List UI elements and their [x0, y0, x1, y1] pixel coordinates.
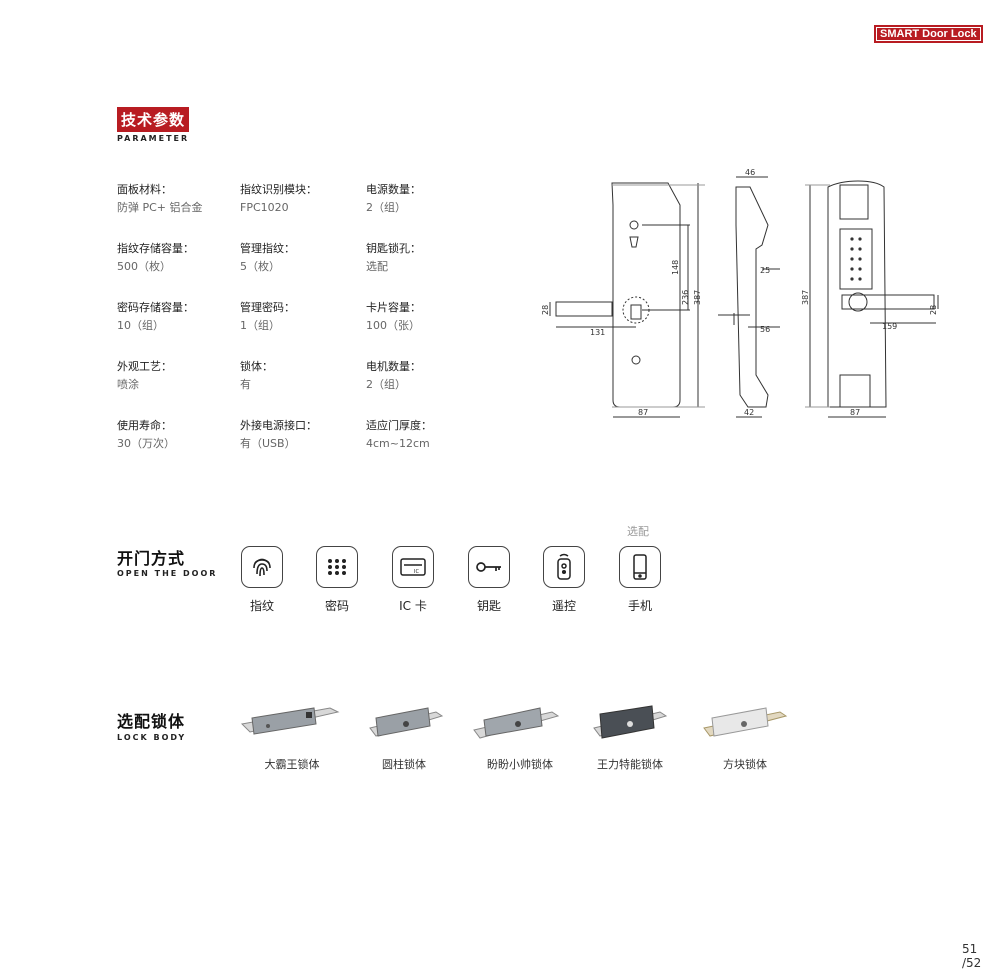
fingerprint-method: [241, 546, 283, 588]
param-item: 使用寿命： 30（万次）: [117, 417, 175, 453]
method-label-remote: 遥控: [551, 599, 576, 613]
param-label: 适应门厚度：: [366, 419, 432, 432]
param-value: 有: [240, 378, 251, 391]
dim-label: 87: [850, 408, 860, 417]
param-value: FPC1020: [240, 201, 289, 214]
param-item: 外观工艺： 喷涂: [117, 358, 172, 394]
dim-label: 148: [671, 260, 680, 275]
param-label: 使用寿命：: [117, 419, 172, 432]
param-label: 管理指纹：: [240, 242, 295, 255]
param-label: 锁体：: [240, 360, 273, 373]
param-label: 外观工艺：: [117, 360, 172, 373]
fingerprint-icon: [241, 546, 283, 588]
key-icon: [468, 546, 510, 588]
dim-label: 56: [760, 325, 770, 334]
param-value: 5（枚）: [240, 260, 280, 273]
svg-text:IC: IC: [414, 569, 419, 575]
lock-body-label: 王力特能锁体: [597, 758, 663, 771]
dim-label: 159: [882, 322, 897, 331]
method-label-fingerprint: 指纹: [249, 599, 274, 613]
keypad-icon: [316, 546, 358, 588]
param-value: 30（万次）: [117, 437, 175, 450]
open-door-title: 开门方式: [117, 549, 186, 568]
parameter-title: 技术参数: [117, 107, 190, 132]
open-door-subtitle: OPEN THE DOOR: [117, 569, 218, 578]
key-method: [468, 546, 510, 588]
keypad-method: [316, 546, 358, 588]
brand-badge: SMART Door Lock: [874, 25, 983, 43]
param-item: 电机数量： 2（组）: [366, 358, 421, 394]
phone-method: [619, 546, 661, 588]
lock-body-label: 方块锁体: [723, 758, 767, 771]
param-label: 指纹存储容量：: [117, 242, 194, 255]
remote-icon: [543, 546, 585, 588]
param-item: 密码存储容量： 10（组）: [117, 299, 194, 335]
param-label: 指纹识别模块：: [240, 183, 317, 196]
dim-label: 42: [744, 408, 754, 417]
param-value: 500（枚）: [117, 260, 171, 273]
lock-body-subtitle: LOCK BODY: [117, 733, 187, 742]
param-value: 10（组）: [117, 319, 164, 332]
param-value: 4cm~12cm: [366, 437, 430, 450]
param-label: 面板材料：: [117, 183, 172, 196]
parameter-subtitle: PARAMETER: [117, 134, 190, 143]
param-label: 管理密码：: [240, 301, 295, 314]
param-item: 面板材料： 防弹 PC+ 铝合金: [117, 181, 203, 217]
lock-body-image-1: [238, 702, 342, 748]
method-label-ic-card: IC 卡: [399, 599, 427, 613]
dim-label: 387: [801, 290, 810, 305]
param-value: 有（USB）: [240, 437, 296, 450]
param-value: 喷涂: [117, 378, 139, 391]
param-value: 2（组）: [366, 378, 406, 391]
method-label-password: 密码: [324, 599, 349, 613]
param-value: 1（组）: [240, 319, 280, 332]
param-value: 100（张）: [366, 319, 420, 332]
dim-label: 131: [590, 328, 605, 337]
param-label: 钥匙锁孔：: [366, 242, 421, 255]
param-item: 卡片容量： 100（张）: [366, 299, 421, 335]
param-item: 锁体： 有: [240, 358, 273, 394]
param-value: 防弹 PC+ 铝合金: [117, 201, 203, 214]
dim-label: 387: [693, 290, 702, 305]
phone-icon: [619, 546, 661, 588]
dim-label: 87: [638, 408, 648, 417]
dim-label: 25: [760, 266, 770, 275]
param-item: 外接电源接口： 有（USB）: [240, 417, 317, 453]
lock-body-image-3: [470, 702, 562, 748]
lock-body-label: 圆柱锁体: [382, 758, 426, 771]
remote-method: [543, 546, 585, 588]
ic-card-icon: IC: [392, 546, 434, 588]
page-number: 51 /52: [962, 942, 982, 970]
param-item: 指纹识别模块： FPC1020: [240, 181, 317, 217]
lock-body-label: 盼盼小帅锁体: [487, 758, 553, 771]
param-label: 电机数量：: [366, 360, 421, 373]
param-item: 电源数量： 2（组）: [366, 181, 421, 217]
lock-body-title: 选配锁体: [117, 712, 186, 731]
dim-label: 28: [929, 305, 938, 315]
param-item: 管理指纹： 5（枚）: [240, 240, 295, 276]
lock-body-label: 大霸王锁体: [264, 758, 320, 771]
param-item: 管理密码： 1（组）: [240, 299, 295, 335]
param-label: 密码存储容量：: [117, 301, 194, 314]
lock-body-image-4: [590, 702, 670, 748]
dim-label: 236: [681, 290, 690, 305]
lock-dimension-drawing: 46 25 148 236 387 387 28 131 56 159 28 8…: [541, 168, 939, 418]
param-item: 钥匙锁孔： 选配: [366, 240, 421, 276]
method-label-key: 钥匙: [476, 599, 501, 613]
param-item: 指纹存储容量： 500（枚）: [117, 240, 194, 276]
param-value: 2（组）: [366, 201, 406, 214]
param-label: 卡片容量：: [366, 301, 421, 314]
param-item: 适应门厚度： 4cm~12cm: [366, 417, 432, 453]
dim-label: 28: [541, 305, 550, 315]
dim-label: 46: [745, 168, 755, 177]
ic-card-method: IC: [392, 546, 434, 588]
lock-body-image-2: [366, 702, 446, 748]
lock-body-image-5: [700, 702, 790, 748]
param-label: 外接电源接口：: [240, 419, 317, 432]
method-label-phone: 手机: [627, 599, 652, 613]
optional-note: 选配: [627, 525, 649, 538]
param-value: 选配: [366, 260, 388, 273]
param-label: 电源数量：: [366, 183, 421, 196]
